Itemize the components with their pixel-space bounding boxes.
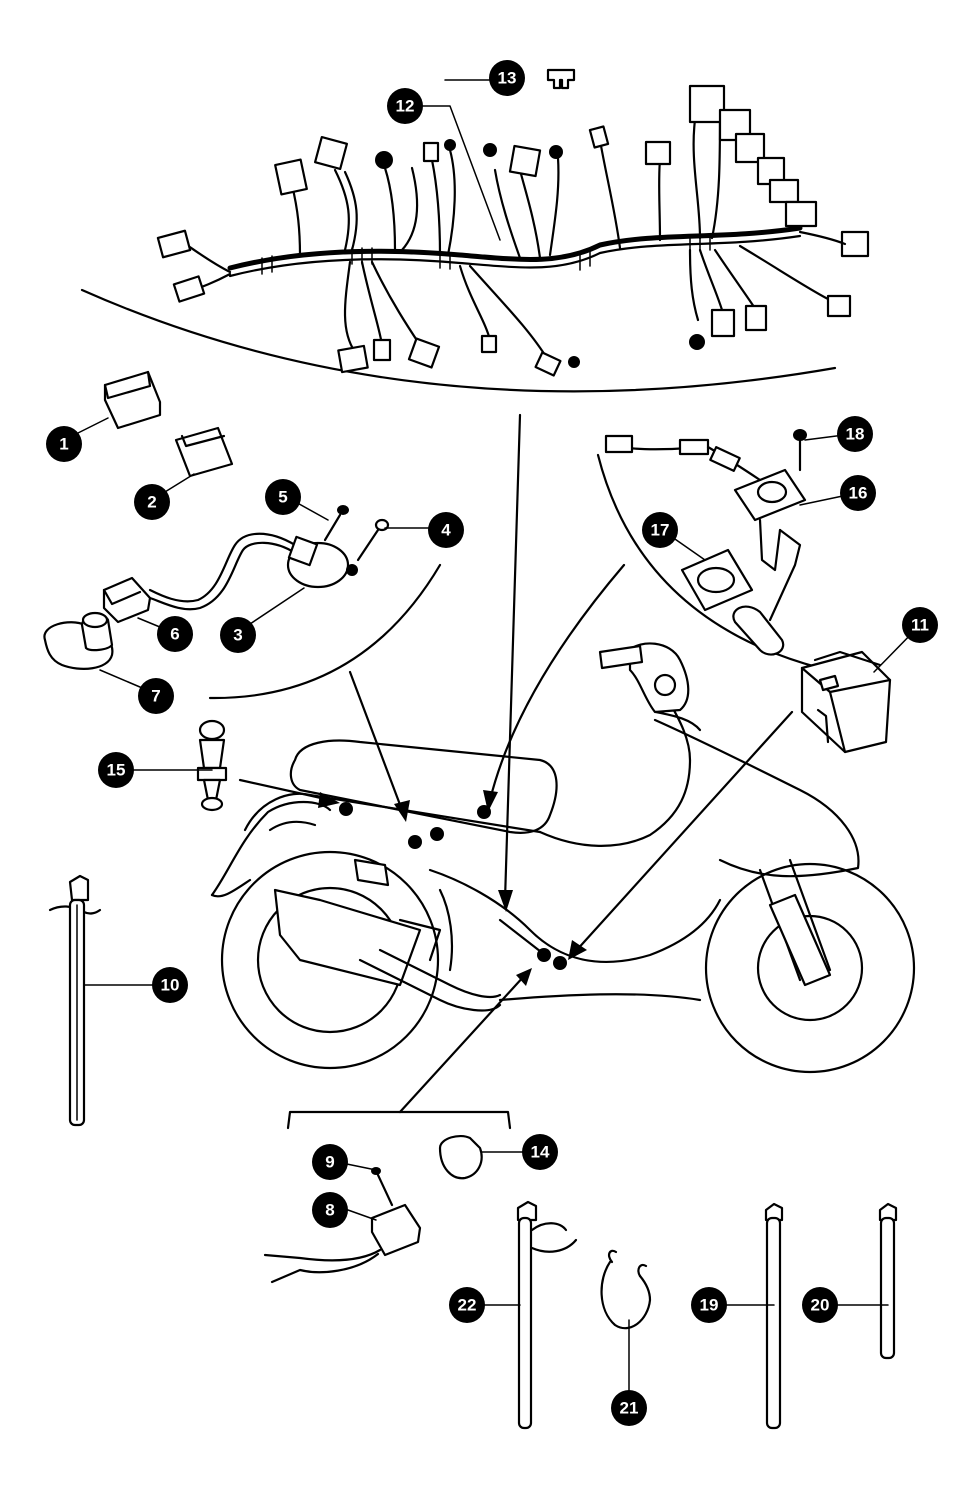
callout-11-label: 11 [911,616,929,635]
callout-18: 18 [837,416,873,452]
callout-20-label: 20 [811,1296,830,1315]
ignition-coil-3[interactable] [148,532,358,611]
battery-11[interactable] [800,650,892,754]
callout-20: 20 [802,1287,838,1323]
callout-11: 11 [902,607,938,643]
screw-5[interactable] [323,505,349,542]
screw-4[interactable] [356,518,390,562]
callout-9-label: 9 [325,1153,334,1172]
bracket-arc-left [208,563,442,700]
callout-4: 4 [428,512,464,548]
callout-5: 5 [265,479,301,515]
callout-22-label: 22 [458,1296,477,1315]
callout-3-label: 3 [233,626,242,645]
callout-4-label: 4 [441,521,451,540]
fuse-holder-15[interactable] [196,719,228,812]
spark-plug-cap-6[interactable] [102,576,152,624]
cable-tie-19[interactable] [764,1202,784,1430]
callout-21: 21 [611,1390,647,1426]
callout-21-label: 21 [620,1399,639,1418]
wiring-harness[interactable] [80,84,870,393]
gasket-17[interactable] [680,548,754,612]
callout-1-label: 1 [59,435,68,454]
callout-12: 12 [387,88,423,124]
callout-13: 13 [489,60,525,96]
callout-19: 19 [691,1287,727,1323]
screw-18[interactable] [793,429,807,472]
screw-9[interactable] [371,1167,394,1207]
callout-16: 16 [840,475,876,511]
rubber-cover-2[interactable] [174,426,234,478]
callout-10-label: 10 [161,976,180,995]
callout-7-label: 7 [151,687,160,706]
scooter-outline [210,642,916,1074]
callout-2-label: 2 [147,493,156,512]
pointer-arrows [238,413,794,1114]
callout-16-label: 16 [849,484,868,503]
fuse-13[interactable] [546,68,576,90]
cable-tie-20[interactable] [878,1202,898,1360]
callout-19-label: 19 [700,1296,719,1315]
callout-3: 3 [220,617,256,653]
callout-12-label: 12 [396,97,415,116]
callout-9: 9 [312,1144,348,1180]
callout-10: 10 [152,967,188,1003]
rubber-cap-14[interactable] [438,1134,483,1180]
callout-22: 22 [449,1287,485,1323]
callout-13-label: 13 [498,69,517,88]
callout-8-label: 8 [325,1201,334,1220]
callout-17: 17 [642,512,678,548]
callout-7: 7 [138,678,174,714]
cable-tie-22[interactable] [516,1200,578,1430]
relay-8[interactable] [263,1203,422,1284]
callout-14-label: 14 [531,1143,550,1162]
callout-6: 6 [157,616,193,652]
callout-2: 2 [134,484,170,520]
callout-5-label: 5 [278,488,287,507]
cable-tie-10[interactable] [48,874,102,1127]
callout-15-label: 15 [107,761,126,780]
grommet-7[interactable] [43,611,114,670]
callout-6-label: 6 [170,625,179,644]
callout-15: 15 [98,752,134,788]
callout-1: 1 [46,426,82,462]
bracket-bottom [286,1110,512,1130]
clamp-21[interactable] [600,1249,652,1330]
fuel-sender-16[interactable] [604,434,807,656]
callout-18-label: 18 [846,425,865,444]
relay-1[interactable] [103,370,162,430]
callout-14: 14 [522,1134,558,1170]
callout-17-label: 17 [651,521,670,540]
callout-8: 8 [312,1192,348,1228]
